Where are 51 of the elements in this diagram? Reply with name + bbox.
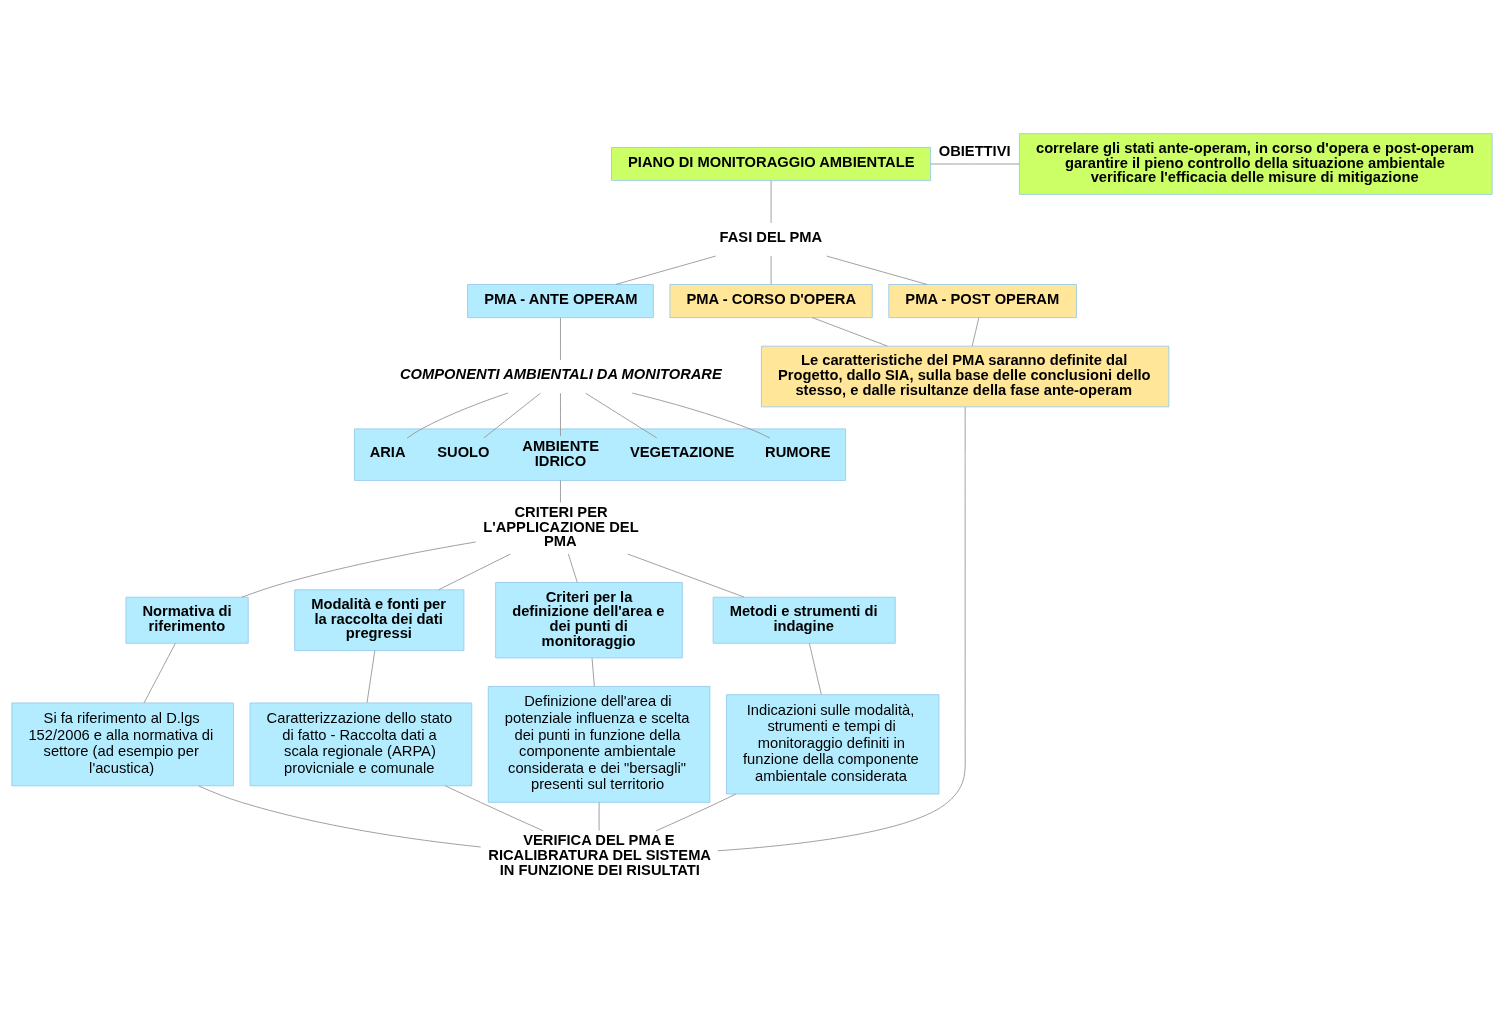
connector <box>585 392 658 439</box>
connector <box>438 553 511 591</box>
connector <box>567 553 578 583</box>
node-box: PMA - CORSO D'OPERA <box>669 284 873 319</box>
connector <box>591 657 595 687</box>
node-box: Normativa di riferimento <box>125 596 249 644</box>
node-text: VERIFICA DEL PMA E RICALIBRATURA DEL SISTEMA IN FUNZIONE DEI RISULTATI <box>488 832 712 878</box>
connector <box>560 479 561 503</box>
node-text: CRITERI PER L'APPLICAZIONE DEL PMA <box>483 504 639 550</box>
node-box: Caratterizzazione dello stato di fatto - Raccolta dati a scala regionale (ARPA) provicniale e comunale <box>249 702 473 787</box>
connector <box>444 785 544 832</box>
node-box: PMA - ANTE OPERAM <box>467 284 654 319</box>
edge-label: OBIETTIVI <box>938 142 1011 159</box>
node-box: correlare gli stati ante-operam, in corso d'opera e post-operam garantire il pieno controllo della situazione ambientale verificare l'efficacia delle misure di mitigazione <box>1018 133 1493 195</box>
connector <box>615 255 717 285</box>
connector <box>930 163 1020 165</box>
node-box: Indicazioni sulle modalità, strumenti e tempi di monitoraggio definiti in funzione della componente ambientale considerata <box>726 694 940 795</box>
connector <box>406 392 509 439</box>
node-text: RUMORE <box>765 444 831 461</box>
node-text: SUOLO <box>437 444 490 461</box>
connector <box>770 255 772 285</box>
cluster <box>354 428 847 481</box>
connector <box>812 317 888 347</box>
connector <box>143 642 176 704</box>
connector <box>826 255 928 285</box>
connector <box>971 317 980 347</box>
node-box: PMA - POST OPERAM <box>888 284 1077 319</box>
node-box: Modalità e fonti per la raccolta dei dati pregressi <box>294 589 465 651</box>
connector <box>631 392 771 439</box>
node-text: VEGETAZIONE <box>629 444 735 461</box>
node-box: Si fa riferimento al D.lgs 152/2006 e alla normativa di settore (ad esempio per l'acustica) <box>11 702 234 787</box>
node-box: Le caratteristiche del PMA saranno definite dal Progetto, dallo SIA, sulla base delle conclusioni dello stesso, e dalle risultanze della fase ante-operam <box>760 345 1170 408</box>
node-text: FASI DEL PMA <box>719 229 823 246</box>
node-text: COMPONENTI AMBIENTALI DA MONITORARE <box>399 366 722 383</box>
connector <box>770 180 772 224</box>
connector <box>198 785 482 848</box>
connector <box>655 793 737 832</box>
node-box: Metodi e strumenti di indagine <box>712 596 896 644</box>
connector <box>627 553 745 598</box>
node-text: ARIA <box>369 444 406 461</box>
node-box: PIANO DI MONITORAGGIO AMBIENTALE <box>611 147 932 182</box>
connector <box>717 406 966 852</box>
connector <box>241 541 477 598</box>
node-box: Criteri per la definizione dell'area e dei punti di monitoraggio <box>495 582 683 659</box>
connector <box>808 642 822 696</box>
connector <box>560 317 561 361</box>
node-text: AMBIENTE IDRICO <box>522 437 600 469</box>
connector <box>366 650 376 704</box>
connector <box>560 392 561 437</box>
node-box: Definizione dell'area di potenziale influenza e scelta dei punti in funzione della componente ambientale considerata e dei "bersagli" presenti sul territorio <box>487 685 711 803</box>
connector <box>598 801 600 831</box>
